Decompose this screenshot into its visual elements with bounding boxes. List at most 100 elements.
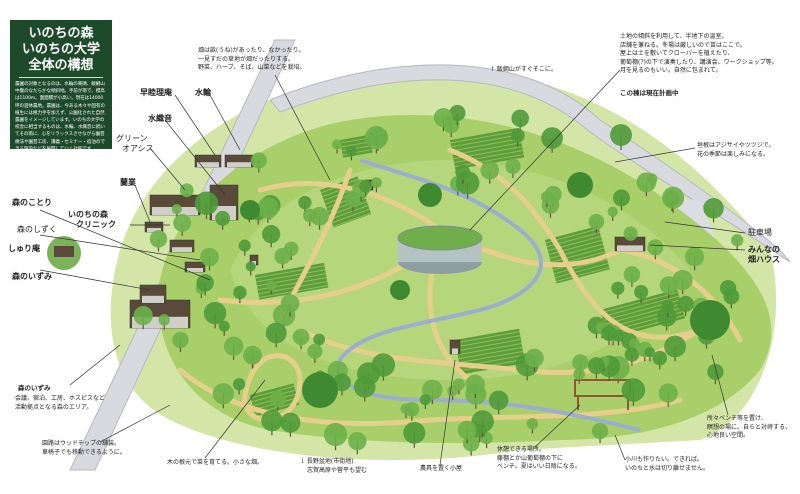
tree bbox=[690, 300, 730, 340]
field-row bbox=[457, 342, 522, 356]
note-paths-line2: 車椅子でも移動できるように。 bbox=[42, 448, 126, 456]
tree bbox=[215, 210, 230, 226]
tree bbox=[465, 374, 485, 395]
note-izumi: 会議、宿泊、工房、ホスピスなど 活動拠点となる森のエリア。 bbox=[15, 395, 105, 412]
tree bbox=[158, 314, 170, 326]
field-row bbox=[331, 208, 370, 224]
tree bbox=[364, 126, 389, 150]
tree bbox=[172, 331, 189, 349]
tree bbox=[280, 412, 301, 433]
field-row bbox=[454, 153, 524, 168]
tree bbox=[346, 145, 357, 157]
tree bbox=[359, 179, 373, 193]
concept-description: 農園の対象となるのは、水輪の東隣、飯綱山中腹のなだらかな傾斜地。手前が南で、標高… bbox=[15, 82, 105, 152]
tree bbox=[133, 305, 153, 326]
tree bbox=[455, 164, 471, 180]
tree bbox=[370, 177, 382, 189]
note-fields-line1: 畑は畝(うね)があったり、なかったり。 bbox=[198, 47, 305, 54]
field-row bbox=[555, 266, 610, 283]
field-row bbox=[600, 291, 679, 314]
tree bbox=[644, 347, 656, 358]
tree bbox=[628, 338, 641, 350]
tree bbox=[303, 208, 317, 223]
title-line-3: 全体の構想 bbox=[28, 58, 94, 73]
note-hedge: 垣根はアジサイやツツジで。 花の季節は楽しみになる。 bbox=[697, 142, 775, 159]
tree bbox=[200, 247, 219, 267]
shuri-an-building bbox=[54, 246, 74, 257]
note-greenhouse-line2: 店舗を兼ねる。冬場は厳しいので苗はここで。 bbox=[620, 41, 746, 49]
building-wall bbox=[172, 247, 192, 252]
tree bbox=[588, 213, 605, 230]
label-sousuirian: 早睦理庵 bbox=[140, 88, 172, 97]
tree bbox=[623, 226, 638, 241]
tree bbox=[511, 109, 530, 128]
tree bbox=[723, 288, 740, 305]
field-row bbox=[458, 346, 523, 360]
tree bbox=[233, 285, 247, 300]
tree bbox=[457, 420, 477, 440]
tree bbox=[243, 345, 262, 365]
note-benches-line3: 心地良い空間。 bbox=[707, 432, 750, 439]
note-fields-line3: 野菜、ハーブ、そば、山菜などを栽培。 bbox=[198, 64, 306, 71]
tree bbox=[661, 300, 675, 314]
field-row bbox=[451, 138, 521, 152]
tree bbox=[292, 328, 310, 346]
field-row bbox=[333, 212, 372, 228]
tree bbox=[540, 191, 553, 204]
tree bbox=[261, 409, 283, 432]
tree bbox=[611, 281, 625, 295]
label-hatake-house: みんなの 畑ハウス bbox=[748, 245, 780, 265]
field-row bbox=[554, 262, 609, 279]
tree bbox=[348, 431, 367, 451]
tree bbox=[567, 172, 593, 198]
tree bbox=[280, 294, 300, 313]
building-wall bbox=[187, 268, 203, 272]
tree bbox=[353, 376, 376, 398]
tree bbox=[731, 234, 744, 247]
note-rest-line1: 休憩できる場所。 bbox=[497, 446, 545, 453]
building-wall bbox=[227, 162, 251, 167]
note-greenhouse-status: この棟は現在計画中 bbox=[620, 89, 679, 97]
label-suirin: 水輪 bbox=[195, 88, 211, 97]
note-small-field: 木の根元で菜を育てる。小さな畑。 bbox=[167, 459, 264, 466]
note-paths: 園路はウッドチップの舗装。 車椅子でも移動できるように。 bbox=[42, 440, 126, 457]
field-row bbox=[601, 295, 680, 318]
tree bbox=[652, 350, 668, 366]
title-line-2: いのちの大学 bbox=[21, 42, 100, 57]
field-row bbox=[453, 150, 524, 164]
tree bbox=[302, 372, 338, 408]
tree bbox=[212, 383, 234, 405]
note-benches-line1: 所々ベンチ等を置け、 bbox=[707, 415, 767, 422]
note-izumi-line2: 活動拠点となる森のエリア。 bbox=[15, 403, 93, 411]
tree bbox=[307, 343, 323, 359]
tree bbox=[331, 139, 343, 150]
tree bbox=[232, 378, 246, 391]
tree bbox=[404, 401, 420, 417]
tree bbox=[179, 183, 194, 198]
tree bbox=[245, 261, 256, 272]
tree bbox=[624, 347, 640, 362]
field-row bbox=[550, 247, 605, 263]
tree bbox=[510, 128, 525, 143]
tree bbox=[313, 333, 326, 346]
note-paths-line1: 園路はウッドチップの舗装。 bbox=[42, 440, 121, 447]
tree bbox=[488, 390, 509, 411]
tree bbox=[433, 108, 453, 128]
building-wall bbox=[452, 348, 458, 354]
tree bbox=[505, 158, 521, 174]
note-rest: 休憩できる場所。 藤棚とか山葡萄棚の下に ベンチ。夏はいい日陰になる。 bbox=[497, 446, 581, 472]
note-greenhouse-line5: 月を見るのもいい。自然に包まれて。 bbox=[620, 67, 722, 74]
road-top bbox=[269, 64, 791, 263]
tree bbox=[240, 200, 260, 220]
crop-field bbox=[455, 328, 526, 375]
field-row bbox=[258, 281, 328, 295]
field-row bbox=[548, 239, 603, 255]
label-clinic-line1: いのちの森 bbox=[68, 210, 108, 219]
tree bbox=[677, 295, 694, 312]
field-row bbox=[458, 350, 524, 364]
tree bbox=[419, 394, 431, 406]
tree bbox=[403, 421, 426, 444]
concept-title-box: いのちの森 いのちの大学 全体の構想 農園の対象となるのは、水輪の東隣、飯綱山中… bbox=[10, 20, 112, 152]
tree bbox=[573, 368, 585, 380]
